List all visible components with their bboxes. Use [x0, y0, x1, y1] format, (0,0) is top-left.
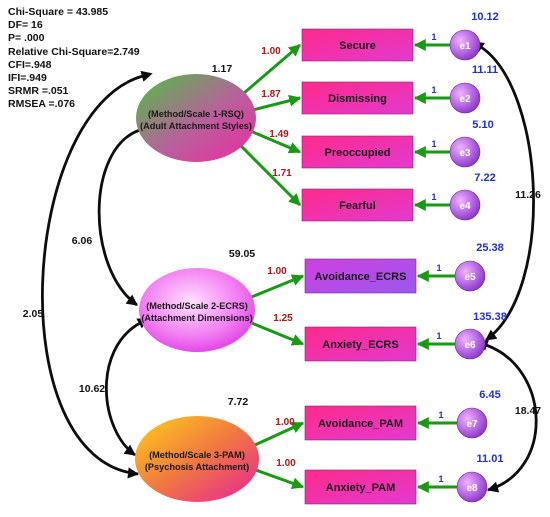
indicator-box-4 [301, 188, 414, 222]
loading-path-3 [250, 129, 302, 154]
error-path-weight-e7: 1 [438, 410, 443, 420]
error-label-e1: e1 [459, 41, 471, 52]
loading-path-2 [252, 94, 302, 112]
error-circle-e1 [449, 29, 481, 61]
error-path-weight-e8: 1 [438, 474, 443, 484]
covariance-e1-e6 [472, 41, 535, 342]
error-variance-e7: 6.45 [479, 389, 500, 401]
latent-factor-1-subtitle: (Adult Attachment Styles) [140, 121, 252, 131]
loading-label-2: 1.87 [261, 89, 281, 100]
error-circle-e3 [449, 136, 481, 168]
error-variance-e3: 5.10 [472, 119, 493, 131]
latent-factor-1 [136, 74, 256, 162]
covariance-f1-f3-label: 2.05 [23, 308, 44, 320]
indicator-label-1: Secure [339, 40, 376, 52]
indicator-box-5 [304, 258, 417, 294]
loading-path-5 [249, 274, 305, 300]
covariance-e6-e8-label: 18.47 [515, 405, 541, 417]
latent-factor-3-subtitle: (Psychosis Attachment) [145, 462, 249, 472]
fit-stat-ifi: IFI=.949 [8, 72, 47, 85]
indicator-label-5: Avoidance_ECRS [315, 271, 407, 283]
error-label-e6: e6 [464, 340, 476, 351]
fit-stat-chi-square: Chi-Square = 43.985 [8, 6, 109, 18]
latent-factor-3-variance: 7.72 [228, 396, 249, 408]
latent-factor-2-variance: 59.05 [229, 248, 255, 260]
indicator-box-8 [304, 469, 417, 505]
indicator-label-3: Preoccupied [324, 147, 390, 159]
error-label-e3: e3 [459, 148, 471, 159]
latent-factor-2-title: (Method/Scale 2-ECRS) [146, 301, 248, 311]
fit-statistics: Chi-Square = 43.985 DF= 16 P= .000 Relat… [8, 6, 140, 112]
fit-stat-df: DF= 16 [8, 19, 43, 32]
covariance-f1-f3 [41, 70, 153, 479]
covariance-e1-e6-label: 11.26 [515, 189, 541, 201]
error-label-e5: e5 [464, 272, 476, 283]
error-circle-e5 [454, 260, 486, 292]
latent-factor-3-title: (Method/Scale 3-PAM) [149, 450, 245, 460]
error-path-weight-e1: 1 [431, 32, 436, 42]
loading-label-8: 1.00 [276, 458, 296, 469]
error-circle-e2 [449, 82, 481, 114]
latent-factor-2-subtitle: (Attachment Dimensions) [141, 313, 252, 323]
error-label-e2: e2 [459, 94, 471, 105]
indicator-box-3 [301, 135, 414, 169]
error-circle-e4 [449, 189, 481, 221]
error-label-e4: e4 [459, 201, 471, 212]
loading-path-4 [239, 144, 302, 207]
error-label-e7: e7 [466, 419, 478, 430]
indicator-label-6: Anxiety_ECRS [322, 339, 398, 351]
loading-label-3: 1.49 [269, 129, 289, 140]
error-label-e8: e8 [466, 483, 478, 494]
fit-stat-relative-chi-square: Relative Chi-Square=2.749 [8, 45, 140, 58]
indicator-label-8: Anxiety_PAM [326, 482, 395, 494]
latent-factor-1-title: (Method/Scale 1-RSQ) [148, 109, 244, 119]
loading-path-8 [254, 468, 305, 489]
error-variance-e4: 7.22 [474, 172, 495, 184]
error-variance-e8: 11.01 [477, 453, 504, 465]
error-path-weight-e6: 1 [436, 331, 441, 341]
error-variance-e6: 135.38 [473, 311, 507, 323]
error-circle-e7 [456, 407, 488, 439]
covariance-f1-f2-label: 6.06 [72, 235, 93, 247]
indicator-label-7: Avoidance_PAM [318, 418, 403, 430]
loading-label-6: 1.25 [273, 313, 293, 324]
covariance-f1-f2 [97, 125, 150, 307]
loading-label-1: 1.00 [261, 46, 281, 57]
loading-label-7: 1.00 [275, 417, 295, 428]
error-path-weight-e5: 1 [436, 263, 441, 273]
indicator-box-7 [304, 405, 417, 441]
indicator-box-6 [304, 326, 417, 362]
error-path-weight-e2: 1 [431, 85, 436, 95]
covariance-f2-f3-label: 10.62 [79, 383, 105, 395]
error-circle-e6 [454, 328, 486, 360]
loading-path-1 [242, 43, 301, 95]
error-path-weight-e3: 1 [431, 139, 436, 149]
latent-factor-2 [139, 268, 255, 352]
covariance-e6-e8 [476, 340, 538, 493]
error-variance-e5: 25.38 [476, 242, 504, 254]
fit-stat-rmsea: RMSEA =.076 [8, 98, 76, 111]
indicator-label-2: Dismissing [328, 93, 387, 105]
fit-stat-cfi: CFI=.948 [8, 58, 52, 71]
latent-factor-3 [135, 416, 259, 502]
error-circle-e8 [456, 471, 488, 503]
covariance-f2-f3 [104, 318, 149, 457]
indicator-box-1 [301, 28, 414, 62]
indicator-box-2 [301, 81, 414, 115]
loading-path-6 [249, 320, 305, 346]
loading-label-4: 1.71 [272, 168, 292, 179]
error-variance-e1: 10.12 [471, 11, 499, 23]
loading-path-7 [252, 421, 305, 448]
error-variance-e2: 11.11 [472, 64, 498, 76]
indicator-label-4: Fearful [339, 200, 376, 212]
fit-stat-p: P= .000 [8, 32, 45, 45]
latent-factor-1-variance: 1.17 [212, 63, 233, 75]
error-path-weight-e4: 1 [431, 192, 436, 202]
fit-stat-srmr: SRMR =.051 [8, 85, 69, 98]
loading-label-5: 1.00 [267, 266, 287, 277]
